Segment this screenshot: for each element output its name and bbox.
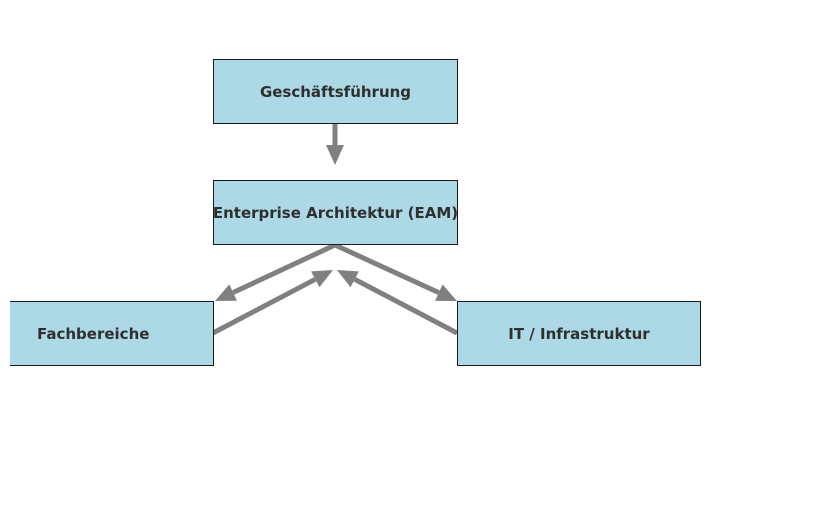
arrowhead-eam-to-business_units bbox=[215, 284, 237, 301]
arrowhead-business_units-to-eam bbox=[311, 270, 333, 288]
arrowhead-management-to-eam bbox=[326, 145, 344, 165]
business-units-label: Fachbereiche bbox=[37, 324, 150, 343]
arrow-it-to-eam bbox=[353, 277, 459, 336]
business-units-node: Fachbereiche bbox=[10, 301, 214, 366]
management-label: Geschäftsführung bbox=[259, 82, 412, 101]
arrowhead-it-to-eam bbox=[337, 270, 359, 288]
arrow-eam-to-it bbox=[333, 242, 440, 295]
eam-label: Enterprise Architektur (EAM) bbox=[212, 203, 459, 222]
arrows-group bbox=[211, 124, 459, 336]
arrow-eam-to-business_units bbox=[232, 242, 337, 295]
arrow-business_units-to-eam bbox=[211, 277, 317, 336]
it-infrastructure-node: IT / Infrastruktur bbox=[457, 301, 701, 366]
eam-node: Enterprise Architektur (EAM) bbox=[213, 180, 458, 245]
arrowhead-eam-to-it bbox=[435, 284, 457, 301]
it-infrastructure-label: IT / Infrastruktur bbox=[508, 324, 650, 343]
management-node: Geschäftsführung bbox=[213, 59, 458, 124]
